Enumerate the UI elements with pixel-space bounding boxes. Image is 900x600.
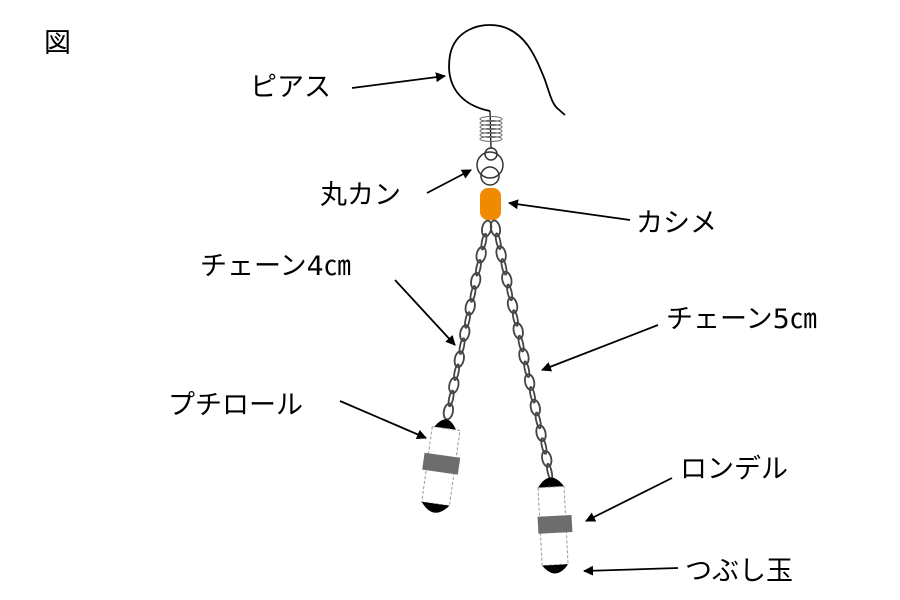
- petit-roll-right: [537, 477, 573, 574]
- crimp-bead-top-right: [538, 477, 564, 488]
- label-chain-5cm: チェーン5㎝: [666, 304, 817, 335]
- petit-roll-left: [421, 419, 461, 513]
- arrow-chain-5cm: [541, 324, 659, 372]
- chain-link: [480, 232, 488, 251]
- chain-link: [529, 398, 541, 417]
- arrow-jump-ring: [426, 169, 472, 194]
- chain-link: [458, 337, 466, 355]
- chain-link: [524, 373, 536, 391]
- chain-link: [469, 285, 477, 303]
- crimp-bead-bottom-right: [542, 564, 569, 574]
- chain-link: [506, 296, 519, 314]
- chain-link: [475, 245, 487, 264]
- arrow-crimp-bead: [583, 565, 679, 576]
- chain-link: [535, 424, 547, 442]
- chain-link: [459, 324, 471, 342]
- jump-rings: [476, 147, 504, 186]
- chain-link: [442, 402, 454, 421]
- chain-link: [495, 245, 507, 263]
- label-rondelle: ロンデル: [680, 454, 788, 485]
- crimp-bead-bottom-left: [421, 501, 450, 513]
- chain-link: [501, 270, 513, 289]
- chain-link: [512, 322, 524, 340]
- figure-label: 図: [44, 28, 71, 59]
- chains: [442, 219, 554, 481]
- arrow-crimp: [508, 199, 631, 221]
- chain-link: [489, 219, 502, 238]
- chain-link: [517, 334, 525, 353]
- label-piercing: ピアス: [250, 72, 331, 103]
- chain-link: [540, 437, 548, 455]
- arrow-petit-roll: [339, 400, 427, 440]
- chain-link: [448, 376, 460, 395]
- label-jump-ring: 丸カン: [320, 180, 401, 211]
- arrow-rondelle: [585, 477, 673, 522]
- rondelle-right: [537, 515, 573, 534]
- chain-link: [518, 347, 530, 366]
- label-crimp: カシメ: [636, 208, 717, 239]
- arrow-piercing: [351, 72, 446, 89]
- chain-link: [546, 462, 554, 481]
- chain-link: [453, 350, 465, 368]
- chain-link: [500, 258, 508, 276]
- label-chain-4cm: チェーン4㎝: [200, 251, 351, 282]
- chain-link: [474, 258, 482, 277]
- coil-spring: [479, 116, 503, 142]
- chain-link: [541, 450, 553, 468]
- chain-link: [506, 283, 514, 302]
- chain-link: [511, 309, 519, 327]
- chain-link: [523, 360, 531, 378]
- chain-link: [494, 232, 502, 250]
- chain-link: [470, 272, 482, 290]
- chain-link: [447, 389, 455, 408]
- chain-4cm: [442, 219, 493, 421]
- chain-5cm: [489, 219, 554, 481]
- label-crimp-bead: つぶし玉: [685, 556, 793, 587]
- label-petit-roll: プチロール: [168, 390, 303, 421]
- chain-link: [453, 363, 461, 382]
- chain-link: [534, 411, 542, 430]
- chain-link: [528, 386, 536, 404]
- arrow-chain-4cm: [394, 279, 456, 346]
- chain-link: [464, 298, 476, 316]
- ear-hook: [448, 24, 566, 116]
- rondelle-left: [422, 452, 461, 475]
- crimp-tube: [480, 188, 501, 220]
- chain-link: [464, 311, 471, 329]
